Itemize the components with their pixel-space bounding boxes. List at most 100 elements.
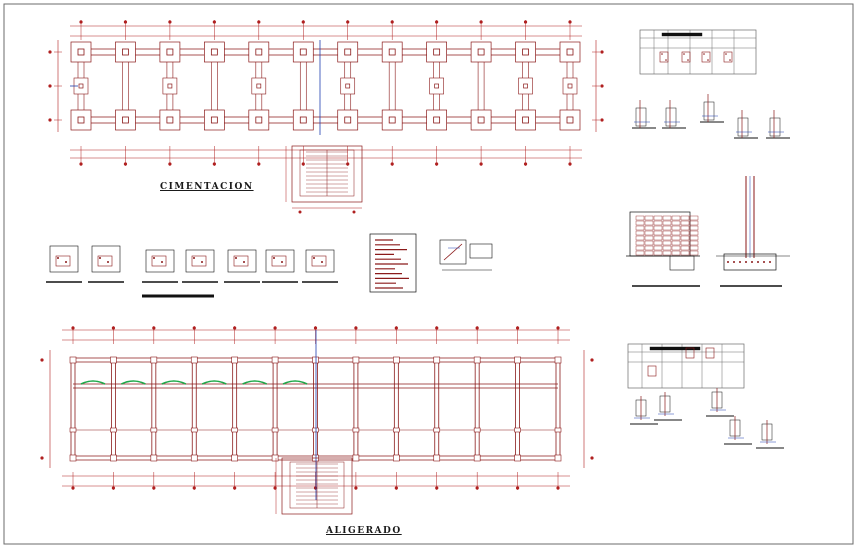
- column: [110, 356, 117, 364]
- brick: [653, 235, 663, 241]
- column: [393, 356, 400, 364]
- rebar-dot: [757, 261, 759, 263]
- axis-bubble: [556, 486, 560, 490]
- rebar-dot: [313, 257, 315, 259]
- brick: [689, 220, 699, 226]
- footing: [470, 109, 492, 131]
- axis-bubble: [475, 486, 479, 490]
- column: [190, 356, 198, 364]
- column: [388, 116, 396, 124]
- detail-section: [665, 107, 677, 127]
- stair-detail: [439, 239, 493, 271]
- column: [352, 356, 360, 364]
- column-schedule-table: [639, 29, 757, 75]
- brick: [644, 230, 654, 236]
- footing-type-section: [49, 245, 79, 273]
- brick: [635, 215, 645, 221]
- column: [393, 427, 400, 433]
- footing: [115, 109, 136, 131]
- detail-section: [769, 117, 781, 137]
- footing: [515, 109, 536, 131]
- table-section-sketch: [705, 347, 715, 359]
- axis-bubble: [600, 50, 604, 54]
- rebar-dot: [161, 261, 163, 263]
- column: [77, 116, 85, 124]
- axis-bubble: [273, 326, 277, 330]
- axis-bubble: [523, 20, 528, 24]
- table-header-bar: [649, 346, 701, 351]
- axis-bubble: [301, 20, 305, 24]
- column: [345, 83, 351, 89]
- axis-bubble: [152, 486, 156, 490]
- footing-details: [632, 94, 790, 139]
- axis-bubble: [568, 20, 572, 24]
- axis-bubble: [313, 326, 318, 330]
- axis-bubble: [48, 50, 52, 54]
- brick: [689, 245, 699, 251]
- rebar-dot: [281, 261, 283, 263]
- slab-plan-title: ALIGERADO: [326, 526, 402, 536]
- column: [477, 48, 485, 56]
- axis-bubble: [352, 210, 356, 214]
- brick: [671, 225, 681, 231]
- axis-bubble: [71, 486, 75, 490]
- column: [522, 116, 529, 124]
- brick: [635, 235, 645, 241]
- column: [271, 427, 279, 433]
- brick: [644, 235, 654, 241]
- table-section-sketch: [701, 51, 711, 63]
- rebar-dot: [661, 53, 663, 55]
- axis-bubble: [212, 20, 216, 24]
- column: [256, 83, 262, 89]
- brick: [635, 240, 645, 246]
- axis-bubble: [354, 486, 358, 490]
- axis-bubble: [79, 20, 83, 24]
- joist-hatch: [80, 380, 106, 385]
- brick: [680, 215, 690, 221]
- table-outline: [639, 29, 757, 75]
- foundation-block: [669, 255, 695, 271]
- axis-bubble: [152, 326, 156, 330]
- brick: [662, 250, 672, 256]
- column: [231, 356, 238, 364]
- column: [77, 48, 85, 56]
- footing-type-core: [151, 255, 167, 267]
- stair-detail-slope: [443, 243, 463, 261]
- column: [190, 454, 198, 462]
- footing: [426, 41, 447, 63]
- column: [433, 454, 441, 462]
- table-outline: [627, 343, 745, 389]
- brick: [635, 230, 645, 236]
- stair-detail-table: [469, 243, 493, 259]
- brick: [689, 230, 699, 236]
- axis-bubble: [168, 162, 172, 166]
- footing-type-core: [97, 255, 113, 267]
- footing-type-section: [265, 249, 295, 273]
- foundation-plan: [48, 20, 604, 214]
- stair-outline: [291, 145, 363, 203]
- rebar-dot: [665, 59, 667, 61]
- column: [78, 83, 84, 89]
- brick: [644, 220, 654, 226]
- axis-bubble: [233, 326, 237, 330]
- axis-bubble: [123, 20, 128, 24]
- axis-bubble: [168, 20, 172, 24]
- footing-type-core: [311, 255, 327, 267]
- footing-type-section: [305, 249, 335, 273]
- column: [69, 427, 77, 433]
- foundation-stair: [285, 145, 363, 214]
- rebar-dot: [99, 257, 101, 259]
- column: [312, 356, 319, 364]
- footing: [159, 109, 181, 131]
- brick: [671, 235, 681, 241]
- column: [231, 454, 238, 462]
- table-section-sketch: [685, 347, 695, 359]
- axis-bubble: [475, 326, 479, 330]
- column: [190, 427, 198, 433]
- brick: [653, 240, 663, 246]
- axis-bubble: [600, 84, 604, 88]
- column: [554, 427, 562, 433]
- rebar-dot: [243, 261, 245, 263]
- joist-hatch: [121, 380, 146, 385]
- table-header-bar: [661, 32, 703, 37]
